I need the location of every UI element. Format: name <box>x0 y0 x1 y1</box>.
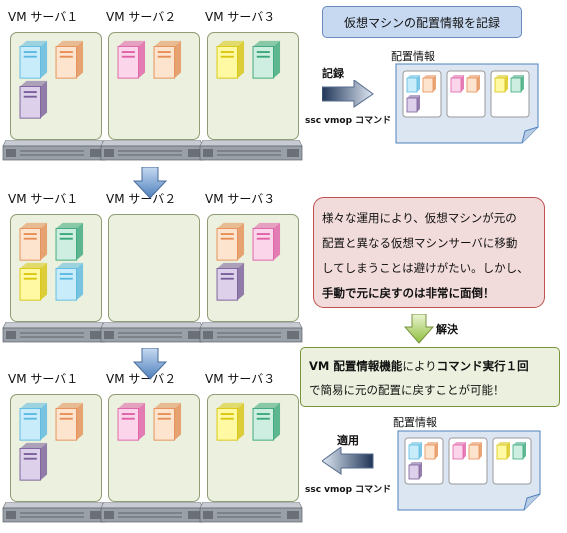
vm-server-panel <box>10 214 102 322</box>
doc-vm-icon <box>406 75 420 93</box>
doc-vm-icon <box>450 75 464 93</box>
doc-vm-icon <box>496 442 510 460</box>
rack-server-icon <box>199 501 303 528</box>
vm-server-icon <box>17 401 51 446</box>
vm-server-icon <box>17 79 51 124</box>
doc-vm-icon <box>468 442 482 460</box>
vm-server-panel <box>108 394 200 502</box>
vm-server-icon <box>17 39 51 84</box>
vm-server-icon <box>53 39 87 84</box>
bottom-placement-doc <box>397 430 541 511</box>
vm-server-label: VM サーバ１ <box>8 192 79 206</box>
vm-server-label: VM サーバ２ <box>106 192 177 206</box>
down-arrow-2 <box>133 348 167 380</box>
vm-server-label: VM サーバ１ <box>8 10 79 24</box>
doc-vm-icon <box>424 442 438 460</box>
vm-server-panel <box>207 394 299 502</box>
rack-server-icon <box>2 139 106 166</box>
solution-text-1b: により <box>402 359 437 373</box>
vm-server-icon <box>250 39 284 84</box>
problem-text-3: してしまうことは避けがたい。しかし、 <box>322 261 529 275</box>
down-arrow-1 <box>133 167 167 199</box>
apply-label: 適用 <box>337 434 359 447</box>
doc-vm-icon <box>406 95 420 113</box>
vm-server-panel <box>207 32 299 140</box>
problem-text-4: 手動で元に戻すのは非常に面倒！ <box>322 286 495 300</box>
rack-server-icon <box>199 321 303 348</box>
vm-server-icon <box>214 221 248 266</box>
vm-server-icon <box>53 261 87 306</box>
vm-server-icon <box>151 39 185 84</box>
vm-server-panel <box>10 32 102 140</box>
doc-vm-icon <box>452 442 466 460</box>
solution-text-2: で簡易に元の配置に戻すことが可能！ <box>309 383 505 397</box>
solution-text-1a: VM 配置情報機能 <box>309 359 403 373</box>
vm-server-label: VM サーバ１ <box>8 372 79 386</box>
vm-server-icon <box>250 401 284 446</box>
vm-server-icon <box>214 39 248 84</box>
bottom-doc-label: 配置情報 <box>393 416 437 429</box>
solve-arrow <box>404 314 434 344</box>
solution-callout: VM 配置情報機能によりコマンド実行１回 で簡易に元の配置に戻すことが可能！ <box>300 347 560 407</box>
record-command-label: ssc vmop コマンド <box>305 116 392 126</box>
vm-server-icon <box>53 221 87 266</box>
vm-server-icon <box>115 39 149 84</box>
apply-command-label: ssc vmop コマンド <box>305 485 392 495</box>
vm-server-icon <box>115 401 149 446</box>
vm-server-label: VM サーバ２ <box>106 10 177 24</box>
doc-vm-icon <box>512 442 526 460</box>
vm-server-icon <box>53 401 87 446</box>
record-callout: 仮想マシンの配置情報を記録 <box>322 6 522 38</box>
rack-server-icon <box>100 321 204 348</box>
solution-text-1c: コマンド実行１回 <box>436 359 529 373</box>
rack-server-icon <box>2 501 106 528</box>
vm-server-panel <box>10 394 102 502</box>
vm-server-panel <box>108 32 200 140</box>
vm-server-label: VM サーバ３ <box>205 192 276 206</box>
top-doc-label: 配置情報 <box>391 50 435 63</box>
doc-vm-icon <box>408 462 422 480</box>
vm-server-panel <box>108 214 200 322</box>
record-label: 記録 <box>322 67 344 80</box>
vm-server-icon <box>17 221 51 266</box>
problem-callout: 様々な運用により、仮想マシンが元の 配置と異なる仮想マシンサーバに移動 してしま… <box>313 197 545 308</box>
rack-server-icon <box>100 501 204 528</box>
rack-server-icon <box>199 139 303 166</box>
doc-vm-icon <box>408 442 422 460</box>
doc-vm-icon <box>466 75 480 93</box>
record-callout-text: 仮想マシンの配置情報を記録 <box>343 15 500 30</box>
vm-server-icon <box>151 401 185 446</box>
vm-server-panel <box>207 214 299 322</box>
doc-vm-icon <box>422 75 436 93</box>
vm-server-label: VM サーバ３ <box>205 10 276 24</box>
solve-label: 解決 <box>436 323 458 336</box>
vm-server-icon <box>214 401 248 446</box>
top-placement-doc <box>395 63 539 144</box>
record-arrow <box>322 80 374 108</box>
rack-server-icon <box>100 139 204 166</box>
vm-server-icon <box>214 261 248 306</box>
problem-text-1: 様々な運用により、仮想マシンが元の <box>322 211 517 225</box>
vm-server-label: VM サーバ３ <box>205 372 276 386</box>
apply-arrow <box>322 447 374 475</box>
vm-server-icon <box>17 441 51 486</box>
doc-vm-icon <box>494 75 508 93</box>
problem-text-2: 配置と異なる仮想マシンサーバに移動 <box>322 236 518 250</box>
rack-server-icon <box>2 321 106 348</box>
vm-server-icon <box>17 261 51 306</box>
vm-server-label: VM サーバ２ <box>106 372 177 386</box>
vm-server-icon <box>250 221 284 266</box>
doc-vm-icon <box>510 75 524 93</box>
